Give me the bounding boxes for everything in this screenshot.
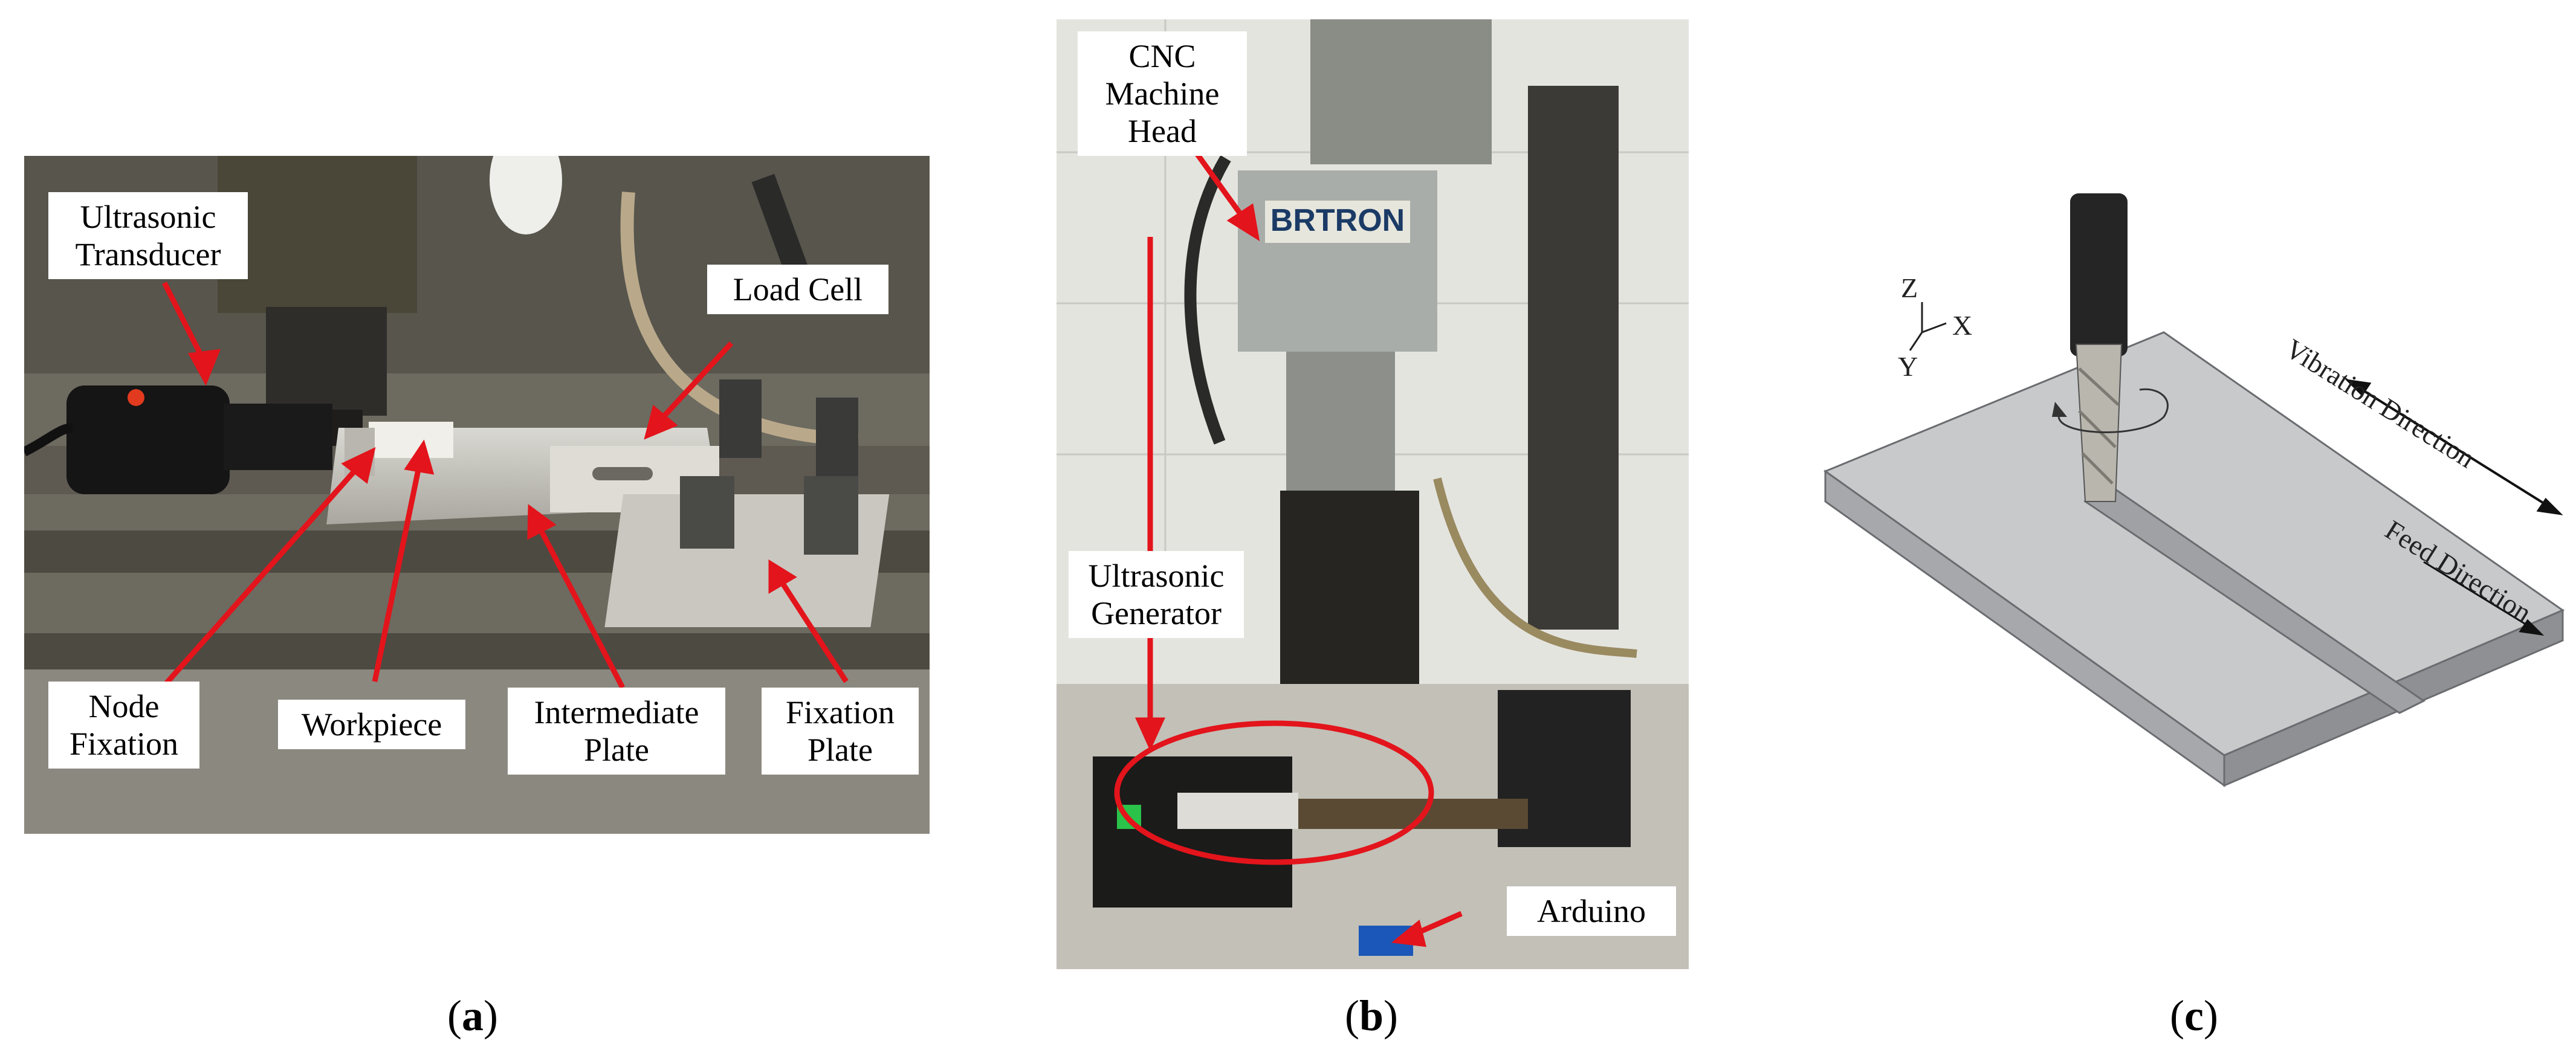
brand-plate: BRTRON bbox=[1270, 203, 1405, 238]
label-fixation-plate: Fixation Plate bbox=[762, 688, 919, 775]
axis-z-label: Z bbox=[1901, 272, 1918, 303]
label-ultrasonic-generator: Ultrasonic Generator bbox=[1069, 551, 1244, 639]
vibration-arrow bbox=[2345, 379, 2563, 515]
ultrasonic-generator bbox=[1093, 756, 1292, 908]
end-mill-tool bbox=[2052, 193, 2169, 502]
caption-c: (c) bbox=[2170, 991, 2218, 1040]
label-node-fixation: Node Fixation bbox=[48, 682, 199, 769]
caption-b: (b) bbox=[1345, 991, 1399, 1040]
workpiece bbox=[369, 422, 453, 458]
highlight-ellipse bbox=[1114, 720, 1434, 865]
coolant-hose bbox=[620, 192, 859, 447]
panel-a-arrows bbox=[155, 281, 849, 695]
axis-y-label: Y bbox=[1898, 351, 1918, 382]
axis-triad bbox=[1909, 302, 1947, 351]
label-load-cell: Load Cell bbox=[707, 265, 888, 315]
panel-c-scene bbox=[1823, 193, 2565, 787]
feed-arrow bbox=[2423, 561, 2545, 636]
label-arduino: Arduino bbox=[1507, 886, 1676, 937]
spindle-chuck bbox=[266, 307, 387, 416]
panel-a-photo: Ultrasonic Transducer Load Cell Node Fix… bbox=[24, 156, 930, 834]
caption-a: (a) bbox=[447, 991, 498, 1040]
label-workpiece: Workpiece bbox=[278, 700, 465, 750]
test-setup bbox=[1177, 793, 1298, 829]
spindle-housing bbox=[218, 156, 417, 313]
panel-c-diagram: Z X Y Vibration Direction Feed Direction bbox=[1801, 151, 2575, 816]
panel-b-photo: BRTRON CNC Machine Head Ultrasonic Gener… bbox=[1057, 19, 1689, 969]
cable-chain bbox=[1528, 86, 1619, 630]
white-knob bbox=[490, 156, 562, 234]
label-cnc-machine-head: CNC Machine Head bbox=[1078, 31, 1247, 156]
machine-column-top bbox=[1310, 19, 1492, 164]
cnc-machine-head bbox=[1238, 170, 1437, 352]
panel-b-scene: BRTRON bbox=[1057, 19, 1689, 969]
axis-x-label: X bbox=[1952, 310, 1973, 341]
fixation-bolts bbox=[680, 379, 858, 555]
label-ultrasonic-transducer: Ultrasonic Transducer bbox=[48, 192, 248, 280]
label-intermediate-plate: Intermediate Plate bbox=[508, 688, 725, 775]
ultrasonic-transducer-body bbox=[66, 385, 230, 494]
